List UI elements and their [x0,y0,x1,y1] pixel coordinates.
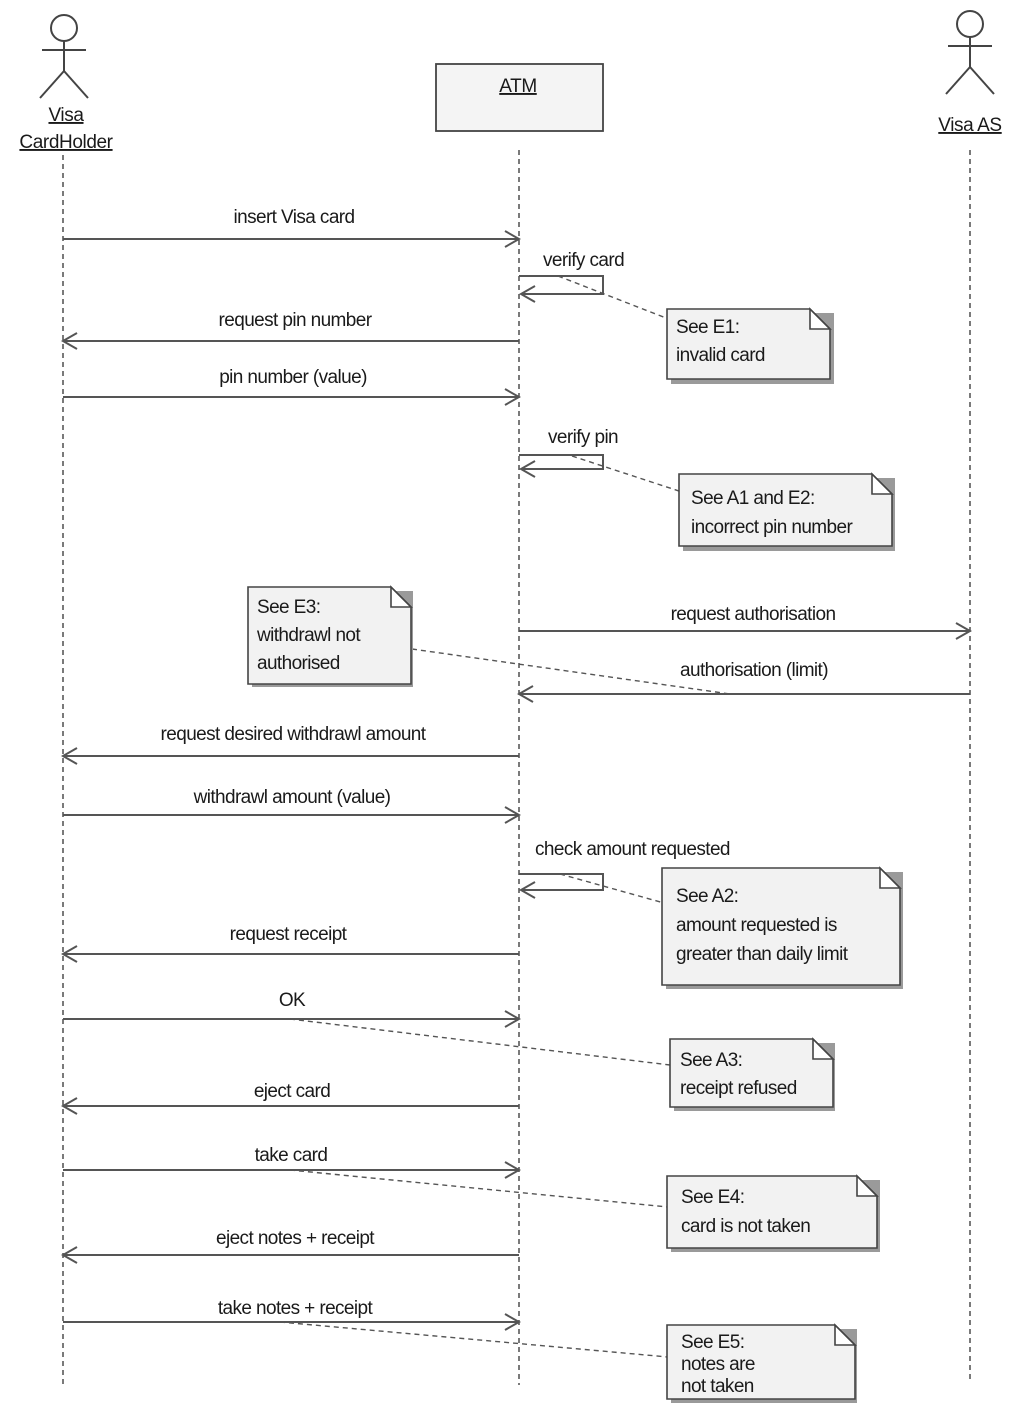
message-label: OK [279,990,306,1011]
message-label: request authorisation [671,604,836,625]
note-text-line: greater than daily limit [676,944,849,965]
actor-stick-figure-icon [945,10,995,95]
note-text-line: not taken [681,1376,754,1397]
message-label: take card [255,1145,328,1166]
message-label: request receipt [230,924,348,945]
message-take-card: take card [63,1145,522,1179]
note-text-line: amount requested is [676,915,837,936]
message-label: verify card [543,250,624,271]
note-anchor-line [557,275,667,319]
message-request-pin-number: request pin number [60,310,519,350]
participant-label-cardholder-line1: Visa [48,105,84,126]
note-anchor-line [571,455,683,493]
note-text-line: See A1 and E2: [691,488,815,509]
participant-atm: ATM [435,63,604,132]
note-text-line: See E5: [681,1332,744,1353]
note-text-line: See E3: [257,597,320,618]
message-verify-card: verify card [518,250,625,303]
message-request-authorisation: request authorisation [519,604,973,640]
note-see-a1-and-e2: See A1 and E2: incorrect pin number [678,472,895,551]
note-anchor-line [289,1018,671,1066]
message-label: eject card [254,1081,330,1102]
message-label: verify pin [548,427,618,448]
message-pin-number-value: pin number (value) [63,367,522,406]
message-withdrawl-amount-value: withdrawl amount (value) [63,787,522,824]
note-text-line: See E1: [676,317,739,338]
message-label: take notes + receipt [218,1298,374,1319]
note-see-e3: See E3: withdrawl not authorised [247,585,413,687]
note-text-line: incorrect pin number [691,517,853,538]
note-text-line: receipt refused [680,1078,797,1099]
note-see-e5: See E5: notes are not taken [666,1323,857,1403]
note-text-line: See A3: [680,1050,742,1071]
message-insert-visa-card: insert Visa card [63,207,522,248]
participant-label-atm: ATM [499,76,537,97]
atm-object-box [435,63,604,132]
note-text-line: See E4: [681,1187,744,1208]
message-label: request desired withdrawl amount [161,724,427,745]
message-request-desired-withdrawl-amount: request desired withdrawl amount [60,724,519,765]
message-label: insert Visa card [234,207,355,228]
note-see-a2: See A2: amount requested is greater than… [661,866,903,989]
note-text-line: invalid card [676,345,765,366]
participant-visa-cardholder: Visa CardHolder [19,14,114,153]
message-label: authorisation (limit) [680,660,828,681]
note-text-line: notes are [681,1354,755,1375]
message-label: withdrawl amount (value) [193,787,391,808]
participant-visa-as: Visa AS [938,10,1002,136]
note-see-e4: See E4: card is not taken [666,1174,880,1252]
message-authorisation-limit: authorisation (limit) [516,660,970,703]
note-anchor-line [289,1169,669,1208]
message-take-notes-receipt: take notes + receipt [63,1298,522,1331]
participant-label-cardholder-line2: CardHolder [19,132,113,153]
actor-stick-figure-icon [39,14,89,99]
message-eject-card: eject card [60,1081,519,1115]
message-label: pin number (value) [219,367,367,388]
message-label: eject notes + receipt [216,1228,375,1249]
note-anchor-line [559,873,665,904]
note-anchor-line [279,1321,669,1358]
note-see-a3: See A3: receipt refused [669,1037,835,1111]
note-text-line: See A2: [676,886,738,907]
message-label: check amount requested [535,839,730,860]
message-request-receipt: request receipt [60,924,519,963]
note-text-line: withdrawl not [256,625,361,646]
message-eject-notes-receipt: eject notes + receipt [60,1228,519,1264]
message-verify-pin: verify pin [518,427,619,478]
message-check-amount-requested: check amount requested [518,839,731,899]
message-ok: OK [63,990,522,1028]
message-label: request pin number [219,310,373,331]
note-see-e1: See E1: invalid card [666,307,834,384]
note-text-line: card is not taken [681,1216,810,1237]
participant-label-visa-as: Visa AS [938,115,1001,136]
note-text-line: authorised [257,653,340,674]
